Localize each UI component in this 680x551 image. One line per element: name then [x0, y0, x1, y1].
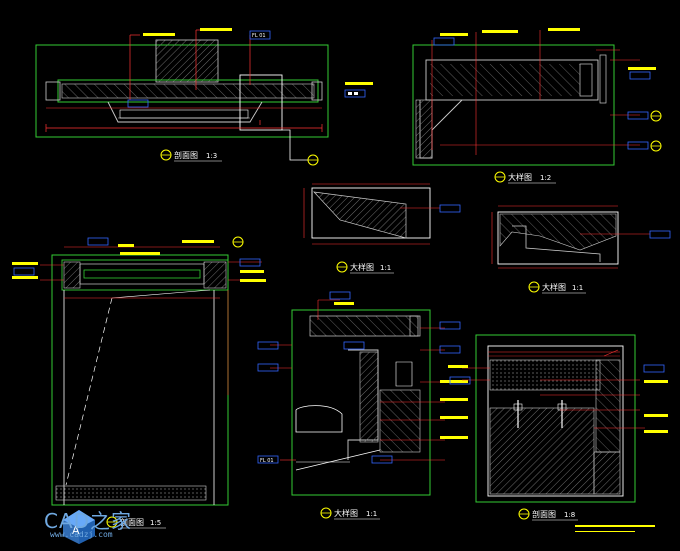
- section-scale-3: 1:1: [380, 264, 391, 272]
- material-tag-fl01: FL 01: [252, 33, 266, 39]
- watermark-brand: CAD之家: [44, 509, 133, 533]
- section-title-7: 剖面图: [532, 509, 556, 519]
- section-scale-4: 1:1: [572, 284, 583, 292]
- section-scale-7: 1:8: [564, 511, 575, 519]
- detail-section-5: 剖面图 1:5: [12, 236, 266, 529]
- section-scale-6: 1:1: [366, 510, 377, 518]
- detail-enlarged-3: 大样图 1:1: [303, 183, 461, 274]
- cad-house-logo-icon: A: [63, 510, 95, 544]
- section-scale-1: 1:3: [206, 152, 217, 160]
- material-tag-fl01-b: FL 01: [260, 458, 274, 464]
- section-title-3: 大样图: [350, 262, 374, 272]
- section-title-4: 大样图: [542, 282, 566, 292]
- section-scale-5: 1:5: [150, 519, 161, 527]
- watermark-url: www.cadzj.com: [50, 530, 113, 539]
- detail-enlarged-6: FL 01 大样图 1:1: [257, 291, 468, 520]
- detail-section-7: 剖面图 1:8: [448, 334, 668, 521]
- section-title-5: 剖面图: [120, 517, 144, 527]
- section-scale-2: 1:2: [540, 174, 551, 182]
- svg-text:A: A: [72, 524, 80, 537]
- section-title-1: 剖面图: [174, 150, 198, 160]
- detail-enlarged-4: 大样图 1:1: [491, 205, 671, 294]
- section-title-2: 大样图: [508, 172, 532, 182]
- detail-enlarged-2: 大样图 1:2: [412, 28, 662, 184]
- section-title-6: 大样图: [334, 508, 358, 518]
- detail-section-1: FL 01 剖面图 1:3: [35, 28, 373, 166]
- title-block-line: [575, 525, 655, 527]
- title-block-line-2: [575, 531, 635, 532]
